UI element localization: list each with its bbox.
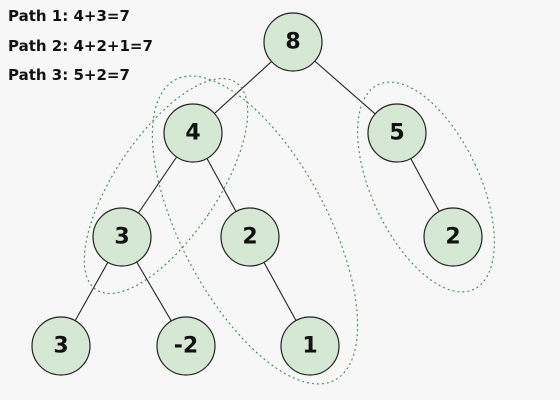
path-1-highlight: [83, 77, 249, 295]
node-value: 2: [242, 225, 257, 250]
tree-nodes: 8 4 5 3 2 2 3 -2: [31, 12, 483, 376]
path-2-highlight: [151, 75, 359, 385]
path-3-highlight: [357, 81, 495, 293]
node-value: 1: [302, 334, 317, 359]
tree-node-lll: 3: [31, 316, 91, 376]
tree-edges: [60, 41, 454, 347]
node-value: -2: [174, 334, 198, 359]
tree-node-ll: 3: [92, 207, 152, 267]
tree-node-l: 4: [163, 103, 223, 163]
tree-node-llr: -2: [156, 316, 216, 376]
tree-node-r: 5: [367, 103, 427, 163]
node-value: 4: [185, 121, 200, 146]
tree-node-lrr: 1: [280, 316, 340, 376]
node-value: 5: [389, 121, 404, 146]
path-1-label: Path 1: 4+3=7: [8, 7, 130, 25]
path-2-label: Path 2: 4+2+1=7: [8, 37, 153, 55]
path-3-label: Path 3: 5+2=7: [8, 66, 130, 84]
path-highlights: [83, 75, 495, 385]
node-value: 8: [285, 30, 300, 55]
tree-node-rr: 2: [423, 207, 483, 267]
node-value: 2: [445, 225, 460, 250]
node-value: 3: [114, 225, 129, 250]
node-value: 3: [53, 334, 68, 359]
tree-node-root: 8: [263, 12, 323, 72]
tree-node-lr: 2: [220, 207, 280, 267]
